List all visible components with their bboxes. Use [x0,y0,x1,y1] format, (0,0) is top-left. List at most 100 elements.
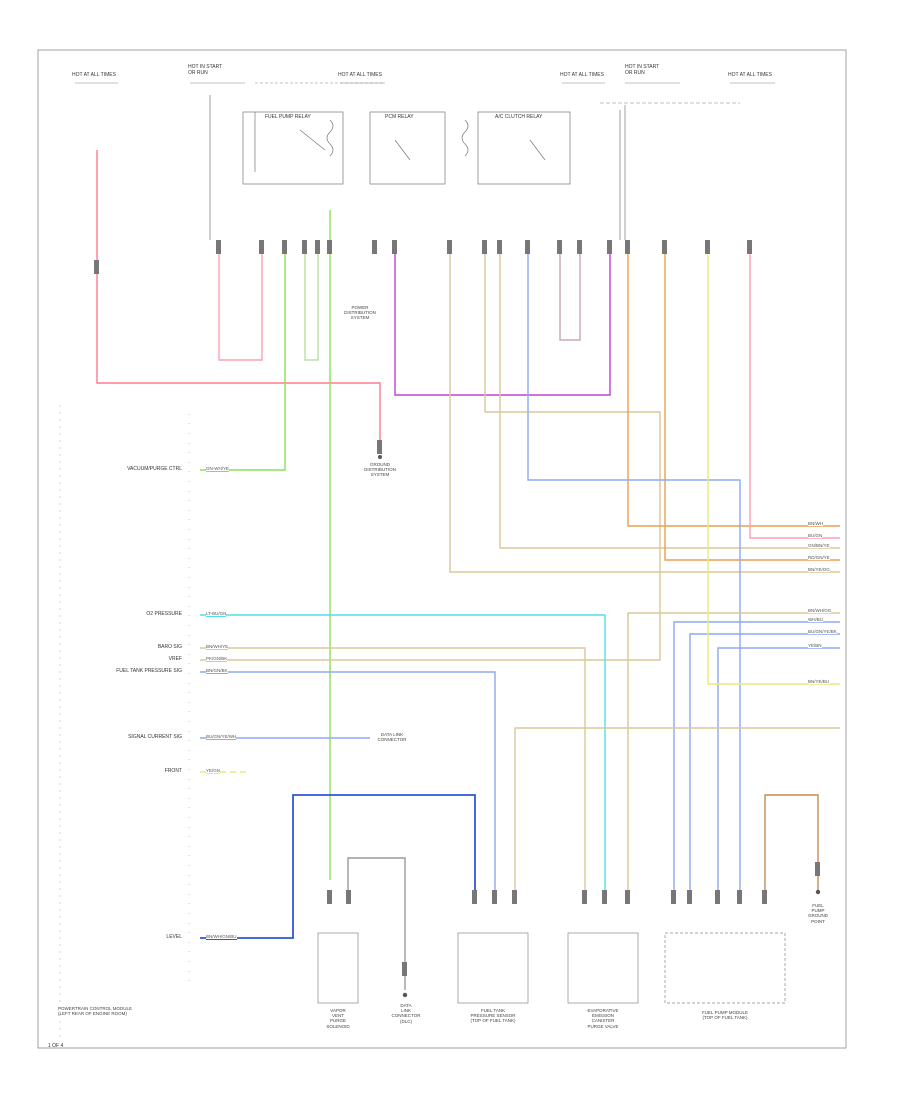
right-terminal-label: WH/BU [808,617,823,622]
wire-cyan [200,614,606,890]
pin-number: – [188,622,191,627]
ground-dots [378,455,821,998]
pin-number: – [188,901,191,906]
right-terminal-label: BN/WH/OG [808,608,832,613]
fuse-label-1: HOT AT ALL TIMES [72,72,116,78]
pin-number: – [188,929,191,934]
right-terminal-label: BU/GN/YE/BK [808,629,837,634]
wires [96,150,840,990]
splice-label-1: POWER DISTRIBUTION SYSTEM [344,305,376,321]
pcm-pin-label: LEVEL [166,934,182,940]
relay-boxes [209,95,626,240]
pin-number: – [188,613,191,618]
pin-number: – [188,795,191,800]
pin-number: – [188,709,191,714]
pin-number: – [188,449,191,454]
pin-number: – [188,593,191,598]
fuse-label-6: HOT AT ALL TIMES [728,72,772,78]
pin-number: – [188,632,191,637]
relay-label-2: PCM RELAY [385,114,414,120]
wire-yellow-1 [707,240,840,685]
pin-number: – [188,718,191,723]
pin-number: – [188,862,191,867]
pin-number: – [188,680,191,685]
sensor-label-fuel-tank-pressure: FUEL TANK PRESSURE SENSOR (TOP OF FUEL T… [470,1008,516,1024]
pin-number: – [188,421,191,426]
right-terminal-label: BN/YE/OG [808,567,830,572]
top-connectors [94,240,752,274]
wire-blue-5 [689,633,840,890]
fuse-label-5: HOT IN START OR RUN [625,64,660,76]
wire-gray-2 [559,240,581,341]
pcm-pin-wire-code: PK/GN/BK [206,656,228,662]
pcm-pin-label: FUEL TANK PRESSURE SIG [116,668,182,674]
pin-number: – [188,872,191,877]
pin-number: – [188,737,191,742]
pcm-pin-wire-code: BU/GN/YE/WH [206,734,237,740]
pin-number: – [188,766,191,771]
pin-number: – [188,430,191,435]
pin-number: – [188,478,191,483]
page-footer: 1 OF 4 [48,1043,64,1049]
pcm-pin-wire-code: BN/GN/BK [206,668,228,674]
top-fuse-headers [75,82,775,104]
pin-number: – [188,853,191,858]
pin-number: – [188,670,191,675]
pin-number: – [188,824,191,829]
wire-red-main [96,150,381,440]
pin-number: – [188,584,191,589]
pin-number: – [188,968,191,973]
diagram-border [37,49,847,1049]
pin-number: – [188,603,191,608]
pin-number: – [188,440,191,445]
pcm-pin-ticks: – – – – – – – – – – – – – – – – – – – – – – – – – – – – – – – – – – – – – – – –… [188,411,191,982]
pin-number: – [188,843,191,848]
pcm-pin-wire-code: GN-WH/YE [206,466,229,472]
pin-number: – [188,958,191,963]
pin-number: – [188,747,191,752]
bottom-connectors [327,440,820,976]
pin-number: – [188,757,191,762]
pcm-pin-label: FRONT [164,768,182,774]
pin-number: – [188,517,191,522]
pin-number: – [188,689,191,694]
pcm-pin-label: VREF [168,656,182,662]
pin-number: – [188,891,191,896]
wire-orange-2 [664,240,840,561]
pin-number: – [188,785,191,790]
wire-blue-4 [673,621,840,890]
right-ground-label: FUEL PUMP GROUND POINT [808,903,828,924]
wire-tan-6 [514,727,840,890]
pin-number: – [188,411,191,416]
wire-blue-6 [717,647,840,890]
pin-number: – [188,565,191,570]
wire-green-1 [200,240,286,471]
pcm-pin-label: O2 PRESSURE [146,611,182,617]
sensor-label-vapor-vent: VAPOR VENT PURGE SOLENOID [326,1008,350,1029]
wire-dark-blue [200,794,476,939]
wire-tan-3 [499,240,840,549]
wire-pink-1 [218,240,263,361]
fuse-label-3: HOT AT ALL TIMES [338,72,382,78]
right-terminal-label: GN/BN/YE [808,543,830,548]
wire-brown [764,794,819,890]
pin-number: – [188,651,191,656]
pin-number: – [188,776,191,781]
wire-green-3 [304,240,319,361]
splice-label-3: DATA LINK CONNECTOR [377,732,407,743]
wire-tan-5 [627,612,840,890]
wire-tan-2 [200,240,661,661]
pin-number: – [188,949,191,954]
right-terminal-label: BU/GN [808,533,823,538]
wire-gray [347,857,406,990]
wire-tan-1 [449,240,840,573]
right-terminal-label: BN/YE/BU [808,679,830,684]
pin-number: – [188,488,191,493]
pcm-pin-label: VACUUM/PURGE CTRL [127,466,182,472]
wire-orange-1 [627,240,840,527]
pin-number: – [188,497,191,502]
pin-number: – [188,814,191,819]
pcm-pin-label: BARO SIG [157,644,182,650]
wire-tan-4 [200,647,586,890]
right-terminal-label: RD/GN/YE [808,555,830,560]
